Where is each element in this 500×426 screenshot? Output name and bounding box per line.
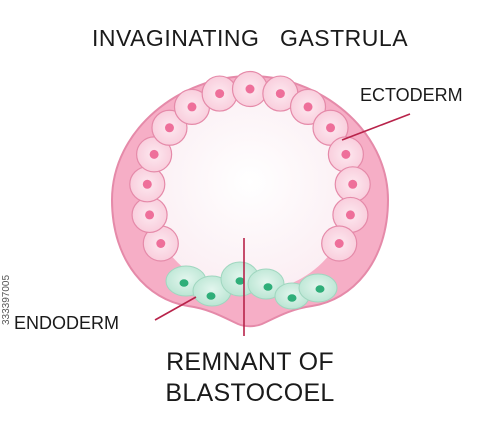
endoderm-leader-line bbox=[154, 296, 197, 321]
label-remnant-line1: REMNANT OF bbox=[166, 348, 334, 376]
diagram-title: INVAGINATING GASTRULA bbox=[92, 25, 408, 51]
label-ectoderm: ECTODERM bbox=[360, 85, 463, 105]
ectoderm-cell bbox=[201, 75, 238, 112]
endoderm-cell-layer bbox=[165, 261, 338, 310]
ectoderm-cell bbox=[334, 166, 371, 203]
ectoderm-leader-line bbox=[341, 113, 411, 141]
label-remnant-line2: BLASTOCOEL bbox=[165, 379, 334, 407]
ectoderm-cell bbox=[289, 88, 327, 125]
ectoderm-cell-layer bbox=[129, 70, 371, 262]
endoderm-cell bbox=[298, 273, 338, 303]
ectoderm-cell bbox=[262, 75, 299, 112]
ectoderm-cell bbox=[321, 225, 358, 262]
side-id-text: 333397005 bbox=[1, 275, 12, 325]
ectoderm-cell bbox=[136, 136, 173, 173]
ectoderm-cell bbox=[129, 166, 166, 203]
ectoderm-cell bbox=[173, 88, 211, 125]
ectoderm-cell bbox=[231, 70, 269, 108]
ectoderm-cell bbox=[142, 225, 179, 262]
ectoderm-cell bbox=[332, 196, 369, 234]
blastocoel-cavity bbox=[148, 92, 352, 292]
ectoderm-cell bbox=[151, 109, 188, 146]
ectoderm-cell bbox=[131, 196, 168, 234]
label-endoderm: ENDODERM bbox=[14, 313, 119, 333]
ectoderm-cell bbox=[327, 136, 364, 173]
